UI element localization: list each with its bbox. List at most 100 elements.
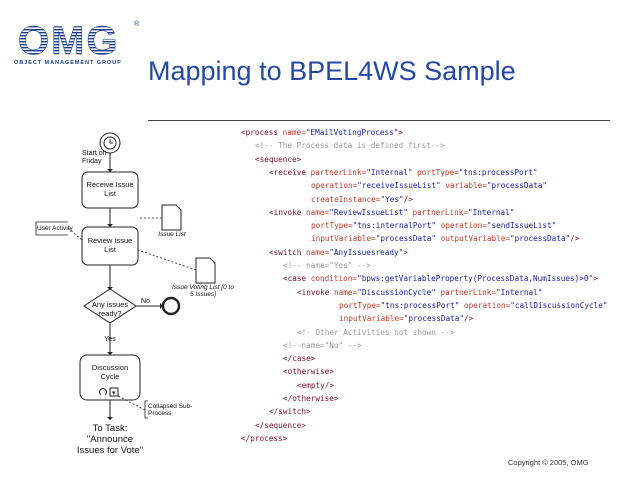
any-issues-gateway — [83, 288, 137, 324]
code-token: <receive — [269, 167, 311, 177]
code-line: <case condition="bpws:getVariablePropert… — [283, 274, 598, 284]
code-token: partnerLink= — [412, 207, 469, 217]
code-token: partnerLink= — [310, 167, 367, 177]
user-activity-annotation: User Activity — [37, 225, 73, 232]
code-token: portType= — [339, 300, 381, 310]
code-token: <!-- name="Yes" --> — [283, 261, 371, 270]
yes-label: Yes — [104, 336, 116, 343]
slide-title: Mapping to BPEL4WS Sample — [148, 56, 516, 86]
code-token: <invoke — [269, 207, 307, 217]
end-event — [161, 296, 181, 316]
code-line: <!-- The Process data is defined first--… — [255, 141, 445, 151]
code-token: variable= — [445, 181, 487, 191]
title-divider — [148, 120, 610, 121]
code-token: name= — [306, 207, 330, 217]
code-token: <!--name="No" --> — [283, 340, 362, 350]
code-token: </switch> — [269, 407, 311, 417]
code-line: <receive partnerLink="Internal" portType… — [269, 168, 537, 178]
code-token: operation= — [311, 181, 358, 191]
code-line: inputVariable="processData"/> — [339, 314, 473, 324]
code-token: "EMailVotingProcess" — [305, 128, 399, 137]
code-line: operation="receiveIssueList" variable="p… — [311, 181, 547, 191]
code-token: partnerLink= — [440, 287, 497, 297]
code-line: </case> — [283, 354, 315, 364]
code-token: "processData" — [403, 314, 464, 324]
code-token: inputVariable= — [339, 314, 404, 324]
code-line: <!-- name="Yes" --> — [283, 261, 371, 271]
code-token: "AnyIssuesready" — [329, 247, 404, 257]
code-token: </sequence> — [255, 420, 306, 430]
code-line: <otherwise> — [283, 367, 334, 377]
code-line: <invoke name="ReviewIssueList" partnerLi… — [269, 208, 514, 218]
code-token: portType= — [311, 221, 353, 231]
issue-list-document — [161, 204, 182, 231]
code-line: <switch name="AnyIssuesready"> — [269, 248, 408, 258]
code-token: "Internal" — [468, 207, 515, 217]
no-label: No — [141, 298, 150, 305]
code-token: "processData" — [510, 234, 571, 244]
code-token: <otherwise> — [283, 367, 334, 377]
code-token: outputVariable= — [440, 234, 511, 244]
review-task-label: Review Issue List — [87, 236, 133, 254]
logo-subtitle: OBJECT MANAGEMENT GROUP — [14, 60, 122, 66]
code-line: portType="tns:processPort" operation="ca… — [339, 301, 607, 311]
receive-task-label: Receive Issue List — [86, 180, 134, 198]
code-token: "tns:processPort" — [380, 300, 464, 310]
code-token: createInstance= — [311, 194, 381, 204]
code-token: name= — [282, 128, 306, 137]
code-token: > — [398, 128, 404, 137]
code-token: operation= — [440, 221, 487, 231]
issue-voting-list-document — [195, 257, 216, 284]
code-line: <sequence> — [255, 155, 301, 165]
code-token: "Internal" — [496, 287, 543, 297]
loop-icon — [99, 388, 107, 396]
end-task-label: To Task: "Announce Issues for Vote" — [76, 423, 144, 456]
code-token: /> — [463, 314, 474, 324]
code-token: "Internal" — [366, 167, 418, 177]
code-token: </process> — [241, 433, 288, 443]
code-line: createInstance="Yes"/> — [311, 195, 413, 205]
code-line: <!--name="No" --> — [283, 341, 362, 351]
code-token: name= — [334, 287, 358, 297]
issue-voting-annotation: Issue Voting List [0 to 5 Issues] — [172, 284, 234, 298]
code-line: <process name="EMailVotingProcess"> — [241, 128, 403, 138]
code-token: "processData" — [375, 234, 441, 244]
omg-logo: OMG ® — [14, 14, 142, 76]
code-token: condition= — [310, 274, 358, 284]
copyright: Copyright © 2005, OMG — [508, 458, 589, 467]
collapsed-subprocess-annotation: Collapsed Sub-Process — [148, 403, 193, 417]
code-token: <switch — [269, 247, 307, 257]
code-token: operation= — [463, 300, 511, 310]
gateway-label: Any issues ready? — [91, 300, 129, 318]
code-token: </otherwise> — [283, 394, 339, 403]
code-line: <empty/> — [297, 381, 334, 391]
svg-text:▾: ▾ — [112, 390, 116, 397]
code-token: "tns:internalPort" — [352, 221, 441, 231]
code-token: name= — [306, 247, 330, 257]
code-line: portType="tns:internalPort" operation="s… — [311, 221, 556, 231]
code-line: <!- Other Activities not shown --> — [297, 328, 454, 338]
code-token: > — [593, 274, 598, 284]
code-line: </otherwise> — [283, 394, 339, 404]
logo-text: OMG — [18, 19, 120, 60]
svg-text:®: ® — [134, 20, 140, 28]
code-token: <invoke — [297, 287, 335, 297]
code-token: inputVariable= — [311, 234, 376, 244]
code-token: portType= — [417, 167, 459, 177]
code-token: > — [403, 247, 408, 257]
code-line: <invoke name="DiscussionCycle" partnerLi… — [297, 288, 542, 298]
timer-icon — [103, 136, 117, 150]
code-token: <sequence> — [255, 154, 302, 164]
code-line: </switch> — [269, 407, 311, 417]
code-token: <process — [241, 128, 283, 137]
code-token: "tns:processPort" — [458, 167, 538, 177]
code-line: </sequence> — [255, 421, 306, 431]
code-token: /> — [570, 234, 580, 244]
code-line: inputVariable="processData" outputVariab… — [311, 234, 579, 244]
code-token: <!- Other Activities not shown --> — [297, 327, 455, 337]
code-token: "callDiscussionCycle" — [510, 300, 608, 310]
code-token: "processData" — [486, 181, 548, 191]
code-line: </process> — [241, 434, 287, 444]
code-token: <!-- The Process data is defined first--… — [255, 141, 445, 151]
